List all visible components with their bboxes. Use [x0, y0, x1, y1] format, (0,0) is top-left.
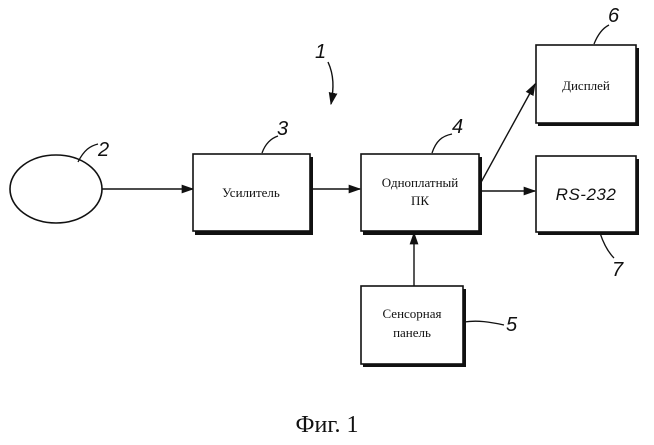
pc-label-line1: Одноплатный — [382, 175, 459, 190]
arrow-pc-to-display — [479, 84, 535, 186]
touch-leader-line — [464, 321, 504, 325]
display-ref-number: 6 — [608, 5, 620, 27]
figure-ref-arrow — [328, 62, 333, 104]
pc-leader-line — [432, 134, 452, 153]
figure-caption: Фиг. 1 — [296, 412, 359, 438]
rs232-ref-number: 7 — [612, 259, 624, 281]
rs232-leader-line — [600, 233, 614, 258]
display-label: Дисплей — [562, 78, 610, 93]
display-leader-line — [594, 25, 609, 44]
rs232-label: RS-232 — [556, 185, 617, 204]
amplifier-leader-line — [262, 136, 278, 153]
sensor-ref-number: 2 — [97, 139, 109, 161]
pc-ref-number: 4 — [452, 116, 463, 138]
amplifier-label: Усилитель — [222, 185, 280, 200]
pc-label-line2: ПК — [411, 193, 429, 208]
touch-ref-number: 5 — [506, 314, 518, 336]
amplifier-ref-number: 3 — [277, 118, 288, 140]
sensor-ellipse — [10, 155, 102, 223]
touch-label-line2: панель — [393, 325, 431, 340]
sensor-leader-line — [78, 144, 98, 162]
figure-ref-number: 1 — [315, 41, 326, 63]
touch-label-line1: Сенсорная — [382, 306, 441, 321]
